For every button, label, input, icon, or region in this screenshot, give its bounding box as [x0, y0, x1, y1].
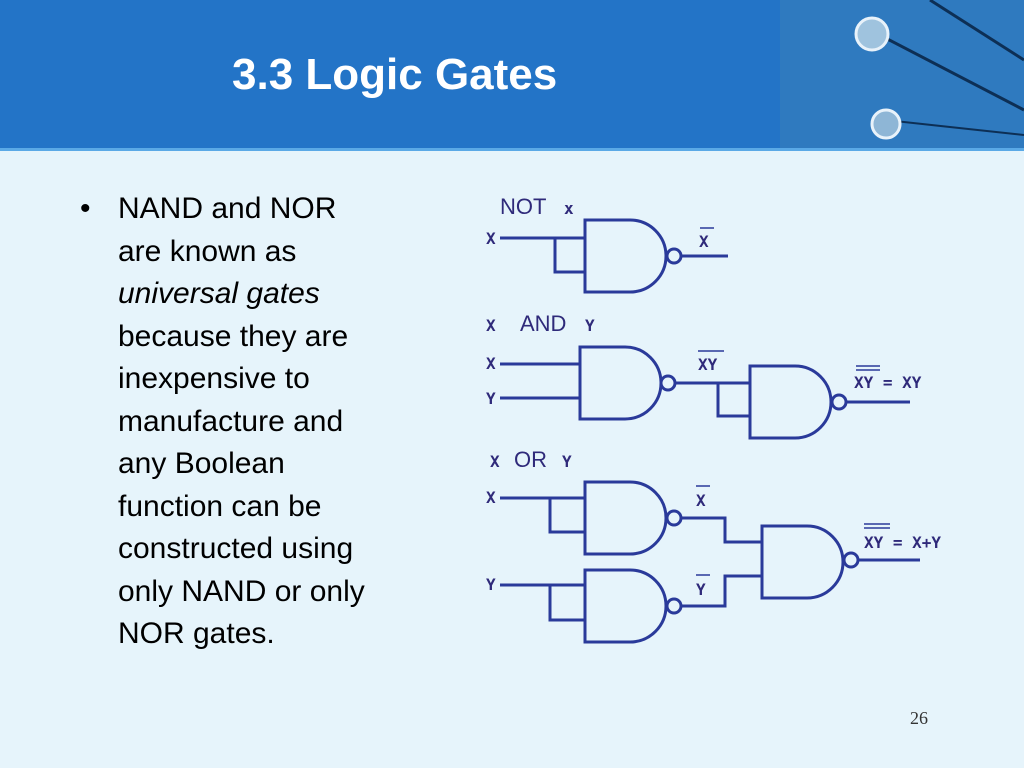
universal-gates-term: universal gates: [118, 277, 320, 310]
header-divider: [0, 148, 1024, 151]
bullet-line: NOR gates.: [118, 617, 275, 650]
and-final-output: XY = XY: [854, 373, 922, 392]
bullet-line: only NAND or only: [118, 574, 365, 608]
or-input-x: X: [486, 488, 496, 507]
not-output: X: [699, 232, 709, 251]
slide-title: 3.3 Logic Gates: [232, 50, 558, 99]
bullet-marker: •: [80, 192, 91, 225]
and-label-a: X: [486, 316, 496, 335]
not-label-a: NOT: [500, 194, 546, 219]
or-input-y: Y: [486, 575, 496, 594]
or-label-c: Y: [562, 452, 572, 471]
bullet-text: NAND and NOR are known as universal gate…: [118, 188, 418, 656]
slide-header: 3.3 Logic Gates: [0, 0, 1024, 148]
bullet-line: inexpensive to: [118, 362, 310, 395]
or-label-a: X: [490, 452, 500, 471]
page-number: 26: [910, 708, 928, 728]
bullet-line: manufacture and: [118, 404, 344, 438]
and-input-y: Y: [486, 389, 496, 408]
nand-diagram-svg: NOT x X X X AND Y X Y XY XY = XY X OR Y …: [486, 194, 941, 644]
not-input-x: X: [486, 229, 496, 248]
nand-universal-diagram: NOT x X X X AND Y X Y XY XY = XY X OR Y …: [470, 180, 990, 660]
bullet-line: NAND and NOR: [118, 192, 337, 225]
header-decoration: [0, 0, 1024, 148]
and-mid-output: XY: [698, 355, 718, 374]
and-label-b: AND: [520, 311, 566, 336]
bullet-line: constructed using: [118, 532, 354, 565]
bullet-line: function can be: [118, 489, 322, 523]
bullet-line-italic: universal gates: [118, 273, 418, 316]
and-label-c: Y: [585, 316, 595, 335]
or-mid-y: Y: [696, 580, 706, 599]
bullet-line: are known as: [118, 234, 297, 268]
or-final-output: XY = X+Y: [864, 533, 941, 552]
not-label-b: x: [564, 199, 574, 218]
bullet-line: because they are: [118, 319, 349, 353]
and-input-x: X: [486, 354, 496, 373]
or-mid-x: X: [696, 491, 706, 510]
bullet-line: any Boolean: [118, 447, 285, 480]
or-label-b: OR: [514, 447, 547, 472]
